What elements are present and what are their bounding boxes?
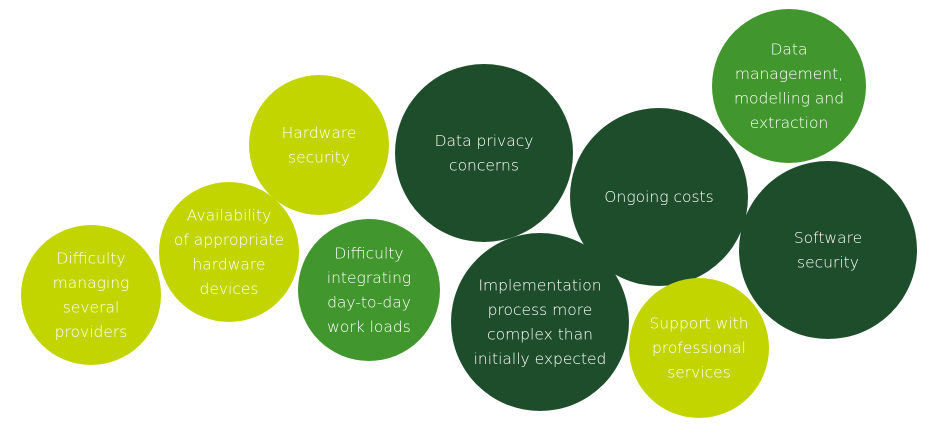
bubble-label-line: day-to-day [327, 293, 411, 311]
bubble-label-line: managing [53, 274, 130, 292]
bubble-layer: Difficulty managing several providers Availa… [21, 9, 917, 418]
bubble-label-line: hardware [192, 255, 265, 273]
bubble-label-line: providers [55, 323, 128, 341]
bubble-label-line: security [797, 253, 859, 271]
bubble-circle [395, 64, 573, 242]
bubble-label-line: extraction [750, 114, 829, 132]
bubble-label-line: complex than [487, 325, 593, 343]
bubble-label-line: professional [652, 339, 746, 357]
bubble-label-line: Support with [649, 315, 748, 333]
bubble-label-line: initially expected [474, 350, 607, 368]
bubble-software-security: Software security [739, 161, 917, 339]
bubble-availability-hardware: Availability of appropriate hardware device… [159, 182, 299, 322]
bubble-label-line: of appropriate [174, 231, 284, 249]
bubble-label-line: security [288, 148, 350, 166]
bubble-label-line: Difficulty [56, 249, 125, 267]
bubble-label-line: devices [200, 280, 259, 298]
bubble-label-line: Data privacy [435, 132, 534, 150]
bubble-label-line: Difficulty [334, 244, 403, 262]
bubble-data-privacy: Data privacy concerns [395, 64, 573, 242]
bubble-label-line: Software [794, 229, 862, 247]
bubble-support-services: Support with professional services [629, 278, 769, 418]
bubble-circle [451, 233, 629, 411]
bubble-label-line: services [667, 364, 731, 382]
bubble-label-line: work loads [327, 318, 411, 336]
bubble-data-management: Data management, modelling and extraction [712, 9, 866, 163]
bubble-circle [21, 225, 161, 365]
bubble-circle [159, 182, 299, 322]
bubble-difficulty-integrating: Difficulty integrating day-to-day work load… [298, 219, 440, 361]
bubble-hardware-security: Hardware security [249, 75, 389, 215]
bubble-circle [249, 75, 389, 215]
bubble-label-line: Data [770, 40, 807, 58]
bubble-label-line: management, [735, 65, 843, 83]
bubble-label-line: Ongoing costs [604, 188, 713, 206]
bubble-label-line: modelling and [734, 89, 844, 107]
bubble-label-line: integrating [327, 269, 411, 287]
bubble-label-line: Hardware [282, 124, 357, 142]
bubble-circle [298, 219, 440, 361]
bubble-label-line: concerns [449, 156, 519, 174]
bubble-ongoing-costs: Ongoing costs [570, 108, 748, 286]
bubble-label-line: process more [488, 301, 593, 319]
bubble-label-line: Availability [187, 206, 272, 224]
bubble-circle [570, 108, 748, 286]
bubble-difficulty-managing-providers: Difficulty managing several providers [21, 225, 161, 365]
bubble-circle [629, 278, 769, 418]
bubble-circle [739, 161, 917, 339]
bubble-implementation-complex: Implementation process more complex than in… [451, 233, 629, 411]
bubble-circle [712, 9, 866, 163]
bubble-label-line: several [63, 298, 120, 316]
bubble-label-line: Implementation [478, 276, 601, 294]
